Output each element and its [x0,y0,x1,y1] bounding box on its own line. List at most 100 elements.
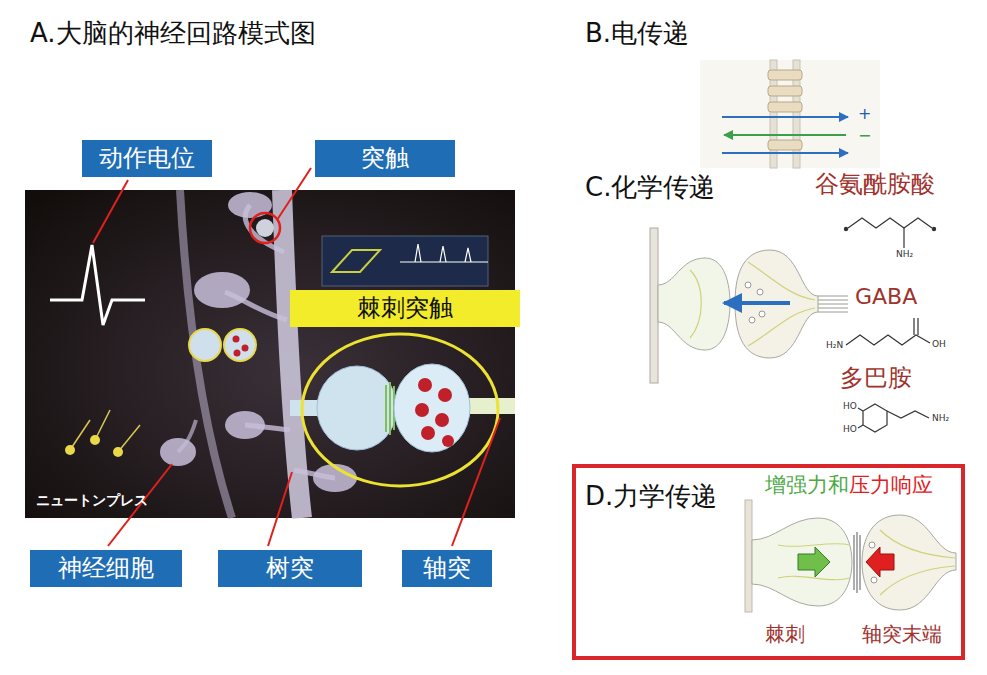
dendrite-membrane [650,228,658,383]
atom-group: OH [932,339,946,350]
mechanical-synapse-picture [745,500,956,612]
synapse-bulb [256,219,274,237]
spine-head [317,366,397,450]
callout-box: 树突 [218,550,362,587]
atom-group: NH₂ [896,249,913,260]
vesicle [745,282,751,288]
molecule-name: GABA [855,284,917,310]
axon [466,398,515,414]
current-arrow [722,152,848,154]
vesicle [757,289,763,295]
atom-group: HO [843,424,857,435]
vesicle [233,336,240,343]
small-neuron [113,447,123,457]
callout-box: 动作电位 [82,140,212,177]
small-terminal [224,329,256,361]
panel-heading: C.化学传递 [585,172,715,203]
terminal-bulb [862,515,956,610]
inset-diamond [332,250,380,272]
vesicle [242,345,249,352]
highlight-circle [250,213,280,243]
atom-dot [844,227,847,230]
force-arrow [798,547,830,577]
node-text: 突触 [361,144,409,173]
gaba-structure [846,335,930,345]
contact-zone [854,532,860,593]
atom-group: H₂N [826,340,843,351]
current-arrow [724,134,846,136]
vesicle [415,403,429,417]
dopamine-structure [858,408,929,428]
atom-group: NH₂ [932,413,949,424]
inset-picture [322,236,488,286]
picture-ground [25,190,515,518]
chemical-synapse-picture [650,228,848,383]
vesicle [418,378,432,392]
node-text: 轴突 [423,554,471,583]
pressure-arrow [866,547,894,577]
vesicle [435,413,449,427]
picture-ground [700,60,880,168]
vesicle [871,577,877,583]
electrical-synapse-picture [700,60,880,168]
leader-line [277,168,311,220]
neuron-body [160,438,196,466]
leader-line [452,418,500,546]
connexon [768,70,802,80]
molecule-name: 谷氨酰胺酸 [815,170,935,199]
axon-fibers [818,296,848,312]
node-text: 棘刺突触 [357,294,453,323]
vesicle [438,388,452,402]
node-text: 树突 [266,554,314,583]
neuron-body [194,272,250,308]
gaba-structure [914,318,918,335]
inset-spikes [400,244,488,262]
postsynaptic-density [386,382,394,435]
small-neuron-stem [70,420,90,450]
action-potential-wave [50,245,145,325]
glutamate-structure [848,218,932,228]
leader-lines [93,168,500,546]
spine-bulb [658,258,730,350]
callout-box: 突触 [315,140,455,177]
connexon [768,86,802,96]
callout-box: 轴突 [402,550,492,587]
part-label: 轴突末端 [862,622,942,646]
fibers [690,262,815,346]
polarity-sign: + [858,104,871,123]
molecule-name: 多巴胺 [840,364,912,393]
leader-line [93,180,128,243]
dendrite-membrane [745,500,752,612]
dopamine-ring [863,404,887,432]
atom-group: HO [843,401,857,412]
panel-heading: D.力学传递 [585,481,717,512]
leader-line [268,472,292,546]
callout-box: 神经细胞 [30,550,182,587]
small-spine [189,329,221,361]
connexon [768,102,802,112]
neuron-body [225,411,265,439]
part-label: 棘刺 [765,622,805,646]
glutamate-structure [903,228,904,248]
panel-heading: A.大脑的神经回路模式图 [30,18,316,49]
small-neuron-stem [118,425,140,452]
connexon [768,140,802,150]
fibers [778,530,955,595]
highlight-text: 增强力和 [765,473,849,498]
node-text: 动作电位 [99,144,195,173]
atom-dot [932,227,935,230]
axon-terminal [394,364,470,452]
molecule-structures [844,218,935,432]
spine-bulb [752,518,852,606]
small-neuron [90,435,100,445]
panel-heading: B.电传递 [585,18,689,49]
watermark: ニュートンプレス [36,492,148,509]
vesicle [234,350,241,357]
node-text: 神经细胞 [58,554,154,583]
vesicle [442,435,454,447]
vesicle [869,542,875,548]
polarity-sign: − [858,126,871,145]
small-neuron-stem [95,410,110,440]
highlight-text: 压力响应 [849,473,933,498]
